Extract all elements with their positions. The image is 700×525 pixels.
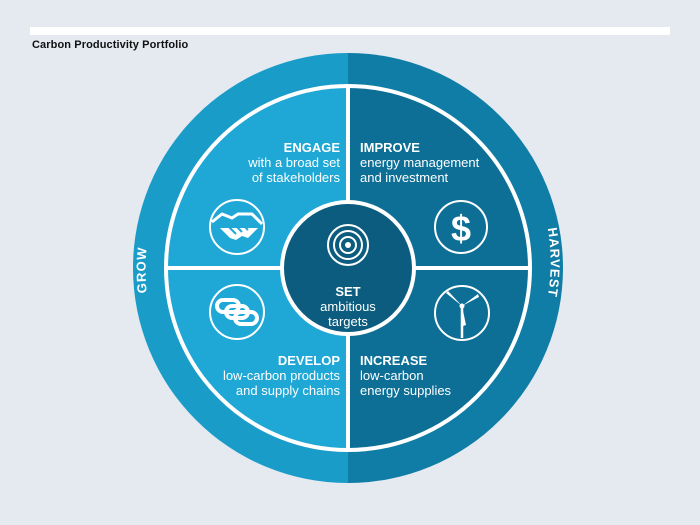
chain-link-icon — [209, 284, 265, 340]
ring-label-harvest: HARVEST — [545, 226, 563, 298]
center-heading: SET — [335, 284, 360, 299]
quadrant-increase: INCREASE low-carbon energy supplies — [360, 285, 490, 398]
engage-line1: with a broad set — [247, 155, 340, 170]
improve-line1: energy management — [360, 155, 480, 170]
develop-line1: low-carbon products — [223, 368, 341, 383]
increase-line1: low-carbon — [360, 368, 424, 383]
engage-heading: ENGAGE — [284, 140, 341, 155]
center-circle — [280, 200, 416, 336]
improve-heading: IMPROVE — [360, 140, 420, 155]
increase-heading: INCREASE — [360, 353, 428, 368]
increase-line2: energy supplies — [360, 383, 452, 398]
develop-heading: DEVELOP — [278, 353, 340, 368]
wind-turbine-icon — [434, 285, 490, 341]
quadrant-improve: IMPROVE energy management and investment… — [360, 140, 488, 254]
quadrant-engage: ENGAGE with a broad set of stakeholders — [209, 140, 341, 255]
improve-line2: and investment — [360, 170, 449, 185]
page-title: Carbon Productivity Portfolio — [32, 39, 189, 51]
target-rings-icon — [327, 224, 369, 266]
quadrant-develop: DEVELOP low-carbon products and supply c… — [209, 284, 341, 398]
center-set: SET ambitious targets — [320, 224, 376, 329]
develop-line2: and supply chains — [236, 383, 341, 398]
svg-text:$: $ — [451, 208, 471, 249]
center-line2: targets — [328, 314, 368, 329]
ring-label-grow: GROW — [133, 246, 149, 294]
handshake-icon — [209, 199, 265, 255]
dollar-icon: $ — [434, 200, 488, 254]
engage-line2: of stakeholders — [252, 170, 341, 185]
center-line1: ambitious — [320, 299, 376, 314]
top-rule — [30, 27, 670, 35]
